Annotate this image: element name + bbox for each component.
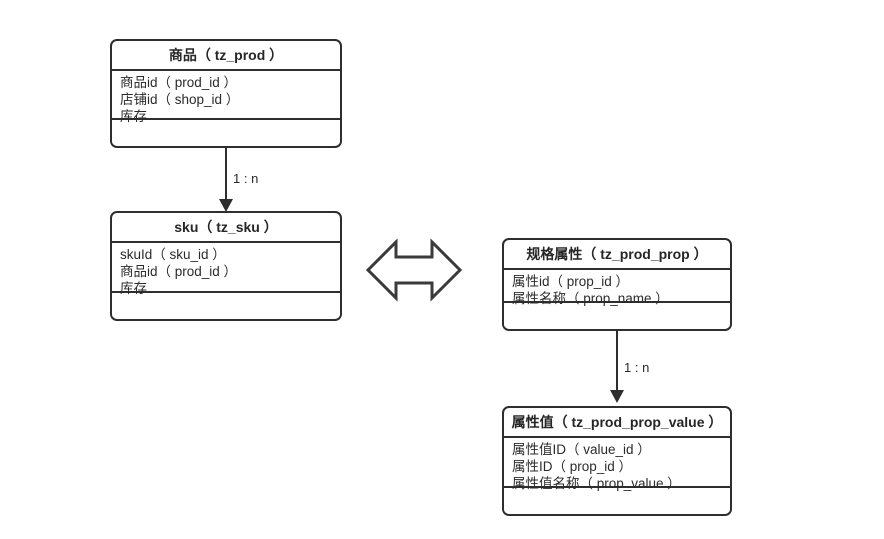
entity-tz-prod-prop-value[interactable]: 属性值（ tz_prod_prop_value ） 属性值ID（ value_i… <box>502 406 732 516</box>
entity-name-tz-sku: sku <box>174 219 199 235</box>
field-row: 店铺id（ shop_id ） <box>120 92 240 107</box>
entity-fields-tz-prod-prop-value: 属性值ID（ value_id ） 属性ID（ prop_id ） 属性值名称（… <box>504 438 730 491</box>
field-row: skuId（ sku_id ） <box>120 247 226 262</box>
field-row: 属性ID（ prop_id ） <box>512 459 633 474</box>
entity-title-tz-prod-prop-value: 属性值（ tz_prod_prop_value ） <box>504 408 730 438</box>
bidirectional-arrow-svg <box>365 238 463 302</box>
entity-title-tz-sku: sku（ tz_sku ） <box>112 213 340 243</box>
entity-tz-prod-prop[interactable]: 规格属性（ tz_prod_prop ） 属性id（ prop_id ） 属性名… <box>502 238 732 331</box>
relation-prop-to-propvalue: 1 : n <box>590 331 670 407</box>
entity-fields-tz-prod-prop: 属性id（ prop_id ） 属性名称（ prop_name ） <box>504 270 730 306</box>
relation-line <box>225 148 227 202</box>
entity-title-tz-prod: 商品（ tz_prod ） <box>112 41 340 71</box>
entity-title-tz-prod-prop: 规格属性（ tz_prod_prop ） <box>504 240 730 270</box>
field-row: 库存 <box>120 109 147 124</box>
entity-name-tz-prod-prop: 规格属性 <box>526 246 583 262</box>
entity-fields-tz-sku: skuId（ sku_id ） 商品id（ prod_id ） 库存 <box>112 243 340 296</box>
entity-name-tz-prod: 商品 <box>168 47 197 63</box>
field-row: 库存 <box>120 281 147 296</box>
entity-footer-tz-prod-prop-value <box>504 488 730 512</box>
field-row: 商品id（ prod_id ） <box>120 75 238 90</box>
relation-line <box>616 331 618 393</box>
entity-table-tz-sku: （ tz_sku ） <box>198 219 278 235</box>
relation-label: 1 : n <box>624 360 650 375</box>
field-row: 商品id（ prod_id ） <box>120 264 238 279</box>
entity-tz-prod[interactable]: 商品（ tz_prod ） 商品id（ prod_id ） 店铺id（ shop… <box>110 39 342 148</box>
bidirectional-arrow-icon[interactable] <box>365 234 463 306</box>
entity-table-tz-prod-prop-value: （ tz_prod_prop_value ） <box>553 414 723 430</box>
relation-prod-to-sku: 1 : n <box>200 148 280 214</box>
entity-fields-tz-prod: 商品id（ prod_id ） 店铺id（ shop_id ） 库存 <box>112 71 340 124</box>
entity-footer-tz-sku <box>112 293 340 317</box>
relation-arrowhead-icon <box>610 390 624 403</box>
entity-tz-sku[interactable]: sku（ tz_sku ） skuId（ sku_id ） 商品id（ prod… <box>110 211 342 321</box>
entity-footer-tz-prod-prop <box>504 303 730 327</box>
entity-footer-tz-prod <box>112 120 340 144</box>
entity-table-tz-prod-prop: （ tz_prod_prop ） <box>582 246 708 262</box>
entity-table-tz-prod: （ tz_prod ） <box>196 47 284 63</box>
field-row: 属性值名称（ prop_value ） <box>512 476 681 491</box>
relation-label: 1 : n <box>233 171 259 186</box>
field-row: 属性id（ prop_id ） <box>512 274 630 289</box>
relation-arrowhead-icon <box>219 199 233 212</box>
field-row: 属性值ID（ value_id ） <box>512 442 651 457</box>
entity-name-tz-prod-prop-value: 属性值 <box>511 414 554 430</box>
field-row: 属性名称（ prop_name ） <box>512 291 669 306</box>
